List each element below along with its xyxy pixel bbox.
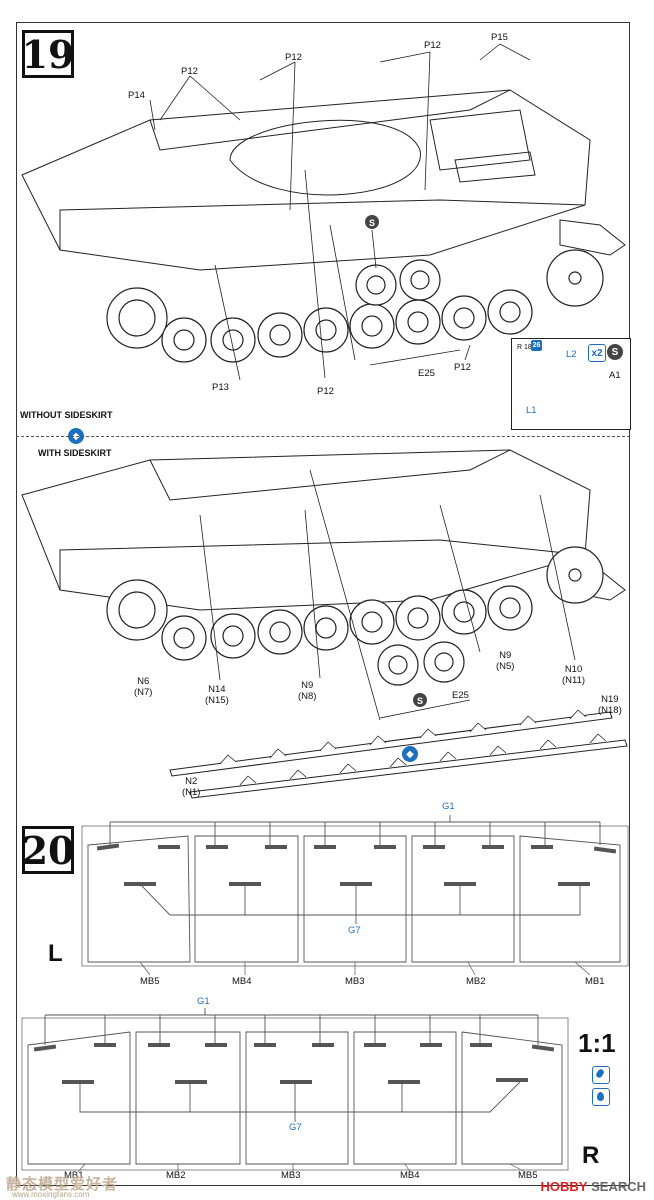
- scale-label: 1:1: [578, 1028, 616, 1058]
- callout-p14: P14: [128, 90, 145, 101]
- callout-p13: P13: [212, 382, 229, 393]
- callout-n2: N2(N1): [182, 776, 201, 798]
- left-part-2: MB4: [232, 976, 252, 987]
- callout-e25: E25: [418, 368, 435, 379]
- glue-drop-icon: [592, 1088, 610, 1106]
- right-part-4: MB4: [400, 1170, 420, 1181]
- inset-sprue-ref: R 18: [517, 344, 532, 351]
- sideskirt-rail-upper: [169, 711, 613, 777]
- callout-n14: N14(N15): [205, 684, 229, 706]
- callout-n9-n8: N9(N8): [298, 680, 317, 702]
- right-side-indicator: R: [582, 1142, 600, 1169]
- left-side-indicator: L: [48, 940, 63, 967]
- left-part-1: MB5: [140, 976, 160, 987]
- callout-n10: N10(N11): [562, 664, 586, 686]
- callout-n6: N6(N7): [134, 676, 153, 698]
- option-divider: [16, 436, 630, 437]
- callout-p15: P15: [491, 32, 508, 43]
- cement-icon: [592, 1066, 610, 1084]
- left-g7-label: G7: [348, 925, 361, 936]
- svg-text:S: S: [369, 218, 375, 228]
- callout-n9-n5: N9(N5): [496, 650, 515, 672]
- callout-n19: N19(N18): [598, 694, 622, 716]
- left-part-4: MB2: [466, 976, 486, 987]
- heading-without-sideskirt: WITHOUT SIDESKIRT: [20, 410, 113, 420]
- page-frame: [16, 22, 630, 1186]
- callout-e25-lower: E25: [452, 690, 469, 701]
- footer-watermarks: 静态模型爱好者 www.moxingfans.com HOBBY SEARCH: [0, 1176, 654, 1199]
- sideskirt-rail-lower: [189, 739, 628, 799]
- inset-label-l1: L1: [526, 405, 537, 416]
- right-g1-label: G1: [197, 996, 210, 1007]
- right-g7-label: G7: [289, 1122, 302, 1133]
- inset-label-a1: A1: [609, 370, 621, 381]
- alternative-option-icon-lower: ◆: [402, 746, 418, 762]
- right-part-5: MB5: [518, 1170, 538, 1181]
- callout-p12-a: P12: [181, 66, 198, 77]
- right-part-1: MB1: [64, 1170, 84, 1181]
- watermark-left-url: www.moxingfans.com: [12, 1190, 90, 1199]
- left-part-3: MB3: [345, 976, 365, 987]
- inset-sprue-number: 26: [531, 340, 542, 351]
- left-g1-label: G1: [442, 801, 455, 812]
- step-20-number: 20: [21, 826, 75, 874]
- callout-p12-c: P12: [424, 40, 441, 51]
- step-19-number: 19: [21, 30, 75, 78]
- quantity-badge: x2: [588, 344, 606, 362]
- callout-p12-b: P12: [285, 52, 302, 63]
- heading-with-sideskirt: WITH SIDESKIRT: [38, 448, 112, 458]
- left-part-5: MB1: [585, 976, 605, 987]
- watermark-right: HOBBY SEARCH: [540, 1179, 646, 1194]
- right-part-3: MB3: [281, 1170, 301, 1181]
- svg-text:S: S: [417, 696, 423, 706]
- upper-turret-ring: [229, 119, 421, 196]
- upper-deck: [149, 89, 511, 151]
- watermark-left: 静态模型爱好者: [6, 1176, 119, 1193]
- upper-fender: [559, 219, 626, 256]
- upper-side: [59, 199, 586, 250]
- callout-p12-d: P12: [317, 386, 334, 397]
- inset-label-l2: L2: [566, 349, 577, 360]
- upper-engine-deck: [429, 109, 531, 171]
- callout-p12-e: P12: [454, 362, 471, 373]
- right-part-2: MB2: [166, 1170, 186, 1181]
- s-badge-icon: S: [607, 344, 623, 360]
